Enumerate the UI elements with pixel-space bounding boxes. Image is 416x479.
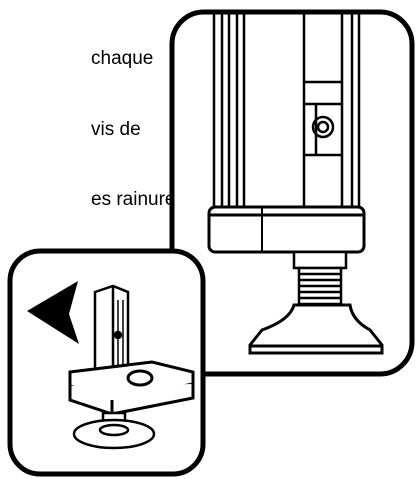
arrowhead-pointer-icon [27, 281, 79, 344]
text-line-1: chaque [91, 48, 154, 69]
text-line-3: es rainures [91, 189, 185, 210]
screw-icon [311, 115, 335, 139]
leveling-foot-closeup-illustration [169, 9, 415, 377]
text-line-2: vis de [91, 118, 141, 140]
leveling-foot-with-bracket-illustration [7, 248, 206, 477]
